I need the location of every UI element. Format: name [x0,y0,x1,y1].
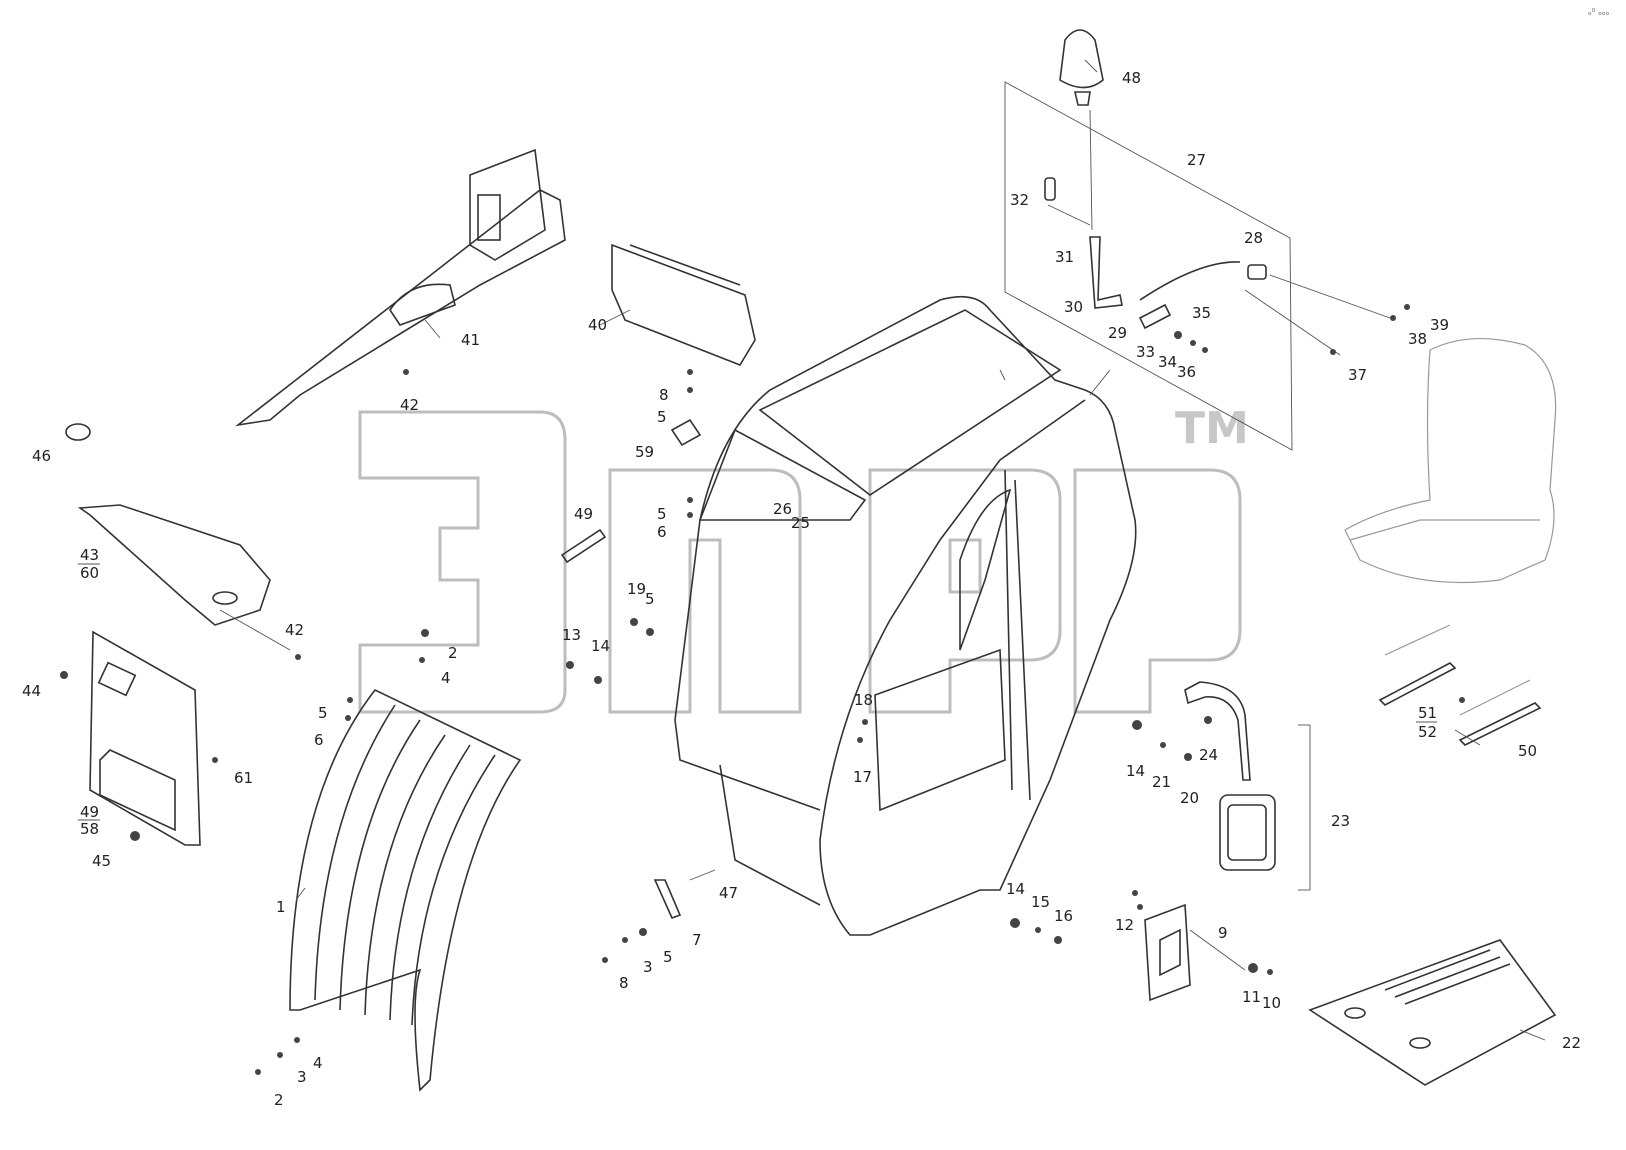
part-box-40 [611,243,756,366]
part-beacon-48 [1059,29,1104,106]
part-handle-24 [1184,681,1251,781]
corner-mark: ₒ⁰ ₒₒₒ [1588,8,1610,18]
watermark-tm: TM [1175,403,1249,454]
callout-5: 5 [657,505,667,523]
fasteners [60,304,1465,1075]
part-plate-59 [670,418,702,447]
part-grille-1 [289,688,522,1092]
callout-38: 38 [1408,330,1427,348]
callout-43: 43 [80,546,99,564]
callout-20: 20 [1180,789,1199,807]
callout-5: 5 [663,948,673,966]
callout-6: 6 [657,523,667,541]
leader-lines [219,59,1546,1041]
callout-51: 51 [1418,704,1437,722]
callout-36: 36 [1177,363,1196,381]
callout-49: 49 [574,505,593,523]
callout-3: 3 [297,1068,307,1086]
callout-32: 32 [1010,191,1029,209]
callout-28: 28 [1244,229,1263,247]
callout-14: 14 [1006,880,1025,898]
callout-45: 45 [92,852,111,870]
part-panel-43 [77,504,271,626]
callout-59: 59 [635,443,654,461]
callout-50: 50 [1518,742,1537,760]
callout-17: 17 [853,768,872,786]
callout-34: 34 [1158,353,1177,371]
callout-9: 9 [1218,924,1228,942]
part-30-31 [1089,236,1123,309]
callout-42: 42 [285,621,304,639]
callout-5: 5 [645,590,655,608]
callout-1: 1 [276,898,286,916]
callout-5: 5 [657,408,667,426]
callout-25: 25 [791,514,810,532]
callout-39: 39 [1430,316,1449,334]
callout-46: 46 [32,447,51,465]
part-box-9 [1144,903,1191,1002]
callout-22: 22 [1562,1034,1581,1052]
part-knob-46 [65,423,91,441]
callout-41: 41 [461,331,480,349]
callout-3: 3 [643,958,653,976]
callout-44: 44 [22,682,41,700]
callout-60: 60 [80,564,99,582]
callout-58: 58 [80,820,99,838]
callout-11: 11 [1242,988,1261,1006]
callout-27: 27 [1187,151,1206,169]
callout-35: 35 [1192,304,1211,322]
callout-30: 30 [1064,298,1083,316]
callout-12: 12 [1115,916,1134,934]
part-bracket-7 [653,879,682,920]
callout-16: 16 [1054,907,1073,925]
callout-42: 42 [400,396,419,414]
callout-19: 19 [627,580,646,598]
callout-33: 33 [1136,343,1155,361]
callout-48: 48 [1122,69,1141,87]
callout-13: 13 [562,626,581,644]
callout-31: 31 [1055,248,1074,266]
callout-37: 37 [1348,366,1367,384]
callout-10: 10 [1262,994,1281,1012]
callout-8: 8 [659,386,669,404]
callout-labels: 1 2 2 3 3 4 4 5 5 5 5 5 6 6 7 8 8 9 10 1… [22,69,1581,1109]
callout-15: 15 [1031,893,1050,911]
label-dividers [78,563,1437,821]
callout-23: 23 [1331,812,1350,830]
part-mat-22 [1308,939,1557,1086]
callout-4: 4 [313,1054,323,1072]
callout-29: 29 [1108,324,1127,342]
part-strip-49 [560,528,607,564]
part-32 [1044,177,1056,201]
callout-2: 2 [448,644,458,662]
part-29 [1138,303,1172,330]
kit-frame-27 [1004,81,1293,451]
part-seat [1344,338,1557,584]
callout-8: 8 [619,974,629,992]
watermark: TM [358,403,1249,714]
callout-24: 24 [1199,746,1218,764]
callout-47: 47 [719,884,738,902]
callout-26: 26 [773,500,792,518]
part-mirror-23 [1219,794,1276,871]
callout-52: 52 [1418,723,1437,741]
callout-7: 7 [692,931,702,949]
callout-6: 6 [314,731,324,749]
callout-21: 21 [1152,773,1171,791]
callout-40: 40 [588,316,607,334]
callout-14: 14 [1126,762,1145,780]
part-rails-50 [1378,624,1542,746]
callout-2: 2 [274,1091,284,1109]
callout-14: 14 [591,637,610,655]
callout-18: 18 [854,691,873,709]
part-side-panel [89,630,201,846]
callout-49: 49 [80,803,99,821]
callout-61: 61 [234,769,253,787]
callout-4: 4 [441,669,451,687]
part-console-41 [235,148,566,427]
part-28 [1247,264,1267,280]
callout-5: 5 [318,704,328,722]
part-cab-frame [674,295,1137,936]
